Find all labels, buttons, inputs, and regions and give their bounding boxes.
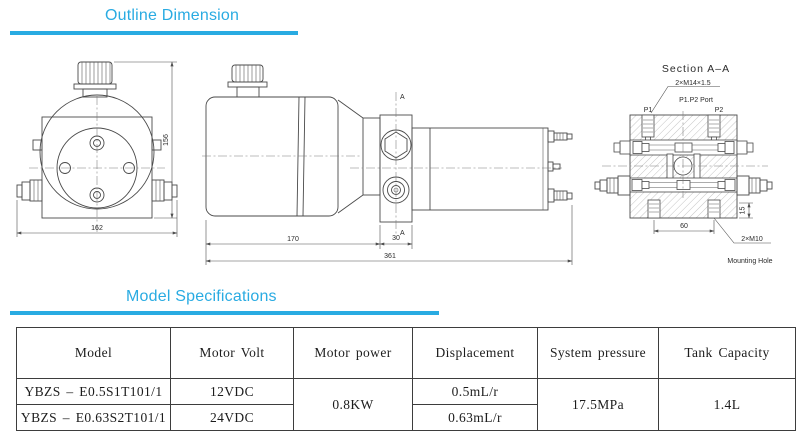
side-view-drawing: A A 170 30 361 <box>202 64 573 265</box>
table-row: YBZS – E0.5S1T101/1 12VDC 0.8KW 0.5mL/r … <box>16 378 796 431</box>
port-label: P1.P2 Port <box>679 97 713 104</box>
section-dim-span-label: 60 <box>680 223 688 230</box>
thread-annotation: 2×M14×1.5 <box>650 80 720 114</box>
header-motor-power: Motor power <box>293 327 413 379</box>
hose-fitting-right <box>736 175 773 196</box>
specs-underline-bar <box>10 311 439 315</box>
table-row: YBZS – E0.63S2T101/1 24VDC 0.63mL/r <box>16 404 796 431</box>
motor-terminals <box>547 130 573 203</box>
hose-fitting-left <box>16 179 43 202</box>
section-marker-bottom: A <box>400 230 405 237</box>
thread-label: 2×M14×1.5 <box>675 80 711 87</box>
vertical-channel-left <box>666 153 674 181</box>
cell-tank-capacity: 1.4L <box>658 378 796 431</box>
cell-displacement-2: 0.63mL/r <box>412 404 538 431</box>
side-dim-tank-label: 170 <box>287 236 299 243</box>
dimension-60: 60 <box>653 220 715 234</box>
cell-volt-1: 12VDC <box>170 378 294 405</box>
cell-system-pressure: 17.5MPa <box>537 378 659 431</box>
specs-section-title: Model Specifications <box>126 288 277 305</box>
cell-motor-power: 0.8KW <box>293 378 413 431</box>
front-view-drawing: 156 162 <box>16 61 178 237</box>
header-tank-capacity: Tank Capacity <box>658 327 796 379</box>
side-dim-block-label: 30 <box>392 235 400 242</box>
cell-volt-2: 24VDC <box>170 404 294 431</box>
table-header-row: Model Motor Volt Motor power Displacemen… <box>16 327 796 379</box>
hose-fitting-left <box>594 175 631 196</box>
section-dim-depth-label: 15 <box>740 207 747 215</box>
filler-cap <box>73 61 117 98</box>
mounting-hole-callout: 2×M10 Mounting Hole <box>713 217 773 265</box>
cell-model-1: YBZS – E0.5S1T101/1 <box>16 378 171 405</box>
mounting-holes <box>647 199 721 219</box>
filler-cap <box>227 64 268 98</box>
motor-body <box>411 127 549 211</box>
front-dim-height-label: 156 <box>163 134 170 146</box>
port1-label: P1 <box>644 107 653 114</box>
tank-body <box>205 96 381 217</box>
lower-passage <box>629 177 738 193</box>
port2-label: P2 <box>715 107 724 114</box>
cell-displacement-1: 0.5mL/r <box>412 378 538 405</box>
outline-underline-bar <box>10 31 298 35</box>
section-marker-top: A <box>400 94 405 101</box>
plate-tab-right <box>151 139 162 151</box>
header-system-pressure: System pressure <box>537 327 659 379</box>
specifications-table: Model Motor Volt Motor power Displacemen… <box>16 327 796 431</box>
dimension-170-30: 170 30 <box>205 220 413 265</box>
dimension-162: 162 <box>16 200 178 237</box>
plate-tab-left <box>32 139 43 151</box>
section-line-A: A A <box>395 92 405 237</box>
mount-thread-label: 2×M10 <box>741 236 763 243</box>
outline-section-title: Outline Dimension <box>105 7 240 24</box>
dimension-156: 156 <box>114 61 177 219</box>
section-view-drawing: Section A–A <box>594 63 773 265</box>
cell-model-2: YBZS – E0.63S2T101/1 <box>16 404 171 431</box>
vertical-channel-right <box>693 153 701 181</box>
upper-channel <box>613 139 754 156</box>
header-motor-volt: Motor Volt <box>170 327 294 379</box>
side-dim-total-label: 361 <box>384 253 396 260</box>
dimension-15: 15 <box>739 202 753 219</box>
front-dim-width-label: 162 <box>91 225 103 232</box>
header-model: Model <box>16 327 171 379</box>
hose-fitting-right <box>151 179 178 202</box>
dimension-361: 361 <box>205 205 573 265</box>
header-displacement: Displacement <box>412 327 538 379</box>
section-view-title: Section A–A <box>662 63 730 75</box>
mount-note-label: Mounting Hole <box>727 258 772 265</box>
